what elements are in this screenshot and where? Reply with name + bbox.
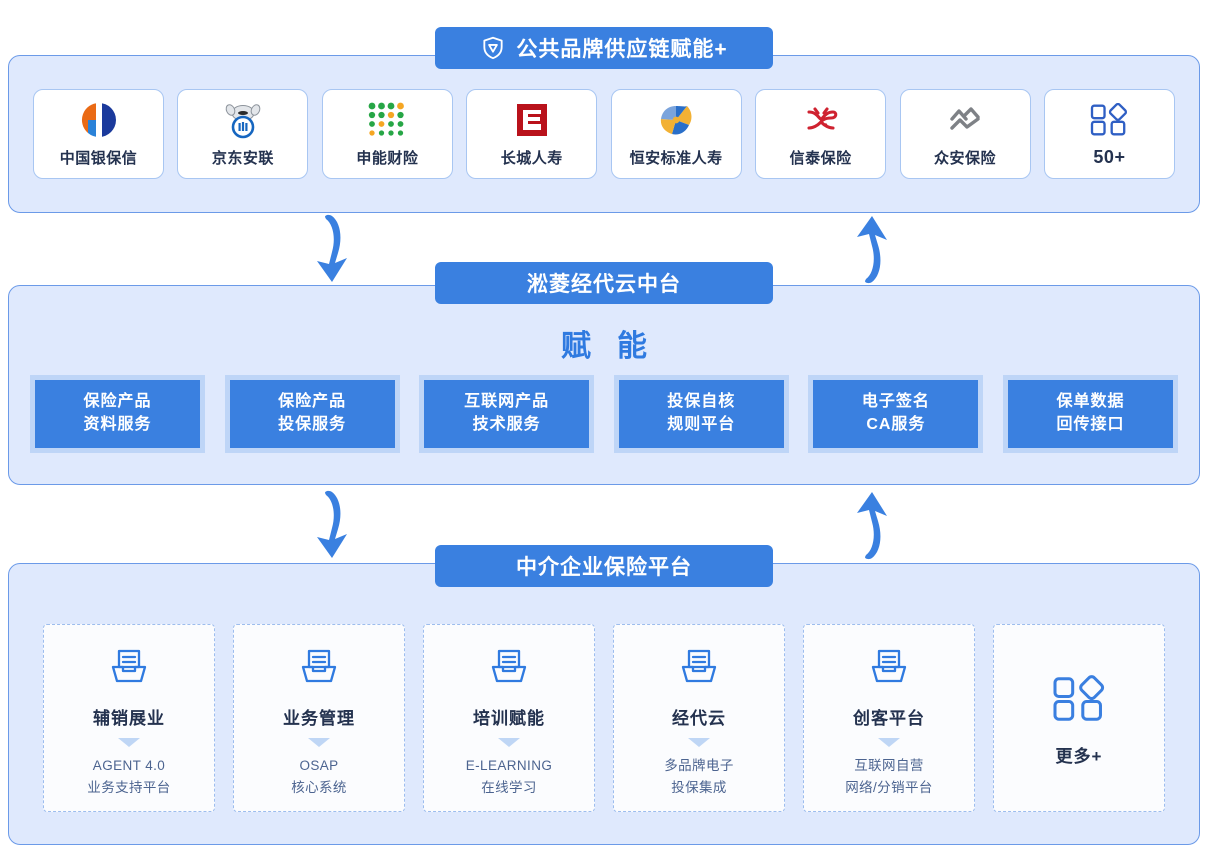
shenergy-logo: [367, 100, 407, 140]
jd-allianz-logo: [223, 100, 263, 140]
platform-card-title: 辅销展业: [93, 708, 165, 728]
arrow-up-right-top: [845, 211, 907, 287]
service-card[interactable]: 投保自核规则平台: [618, 380, 784, 448]
middle-section-title: 淞菱经代云中台: [435, 262, 773, 304]
inbox-tray-icon: [107, 642, 151, 692]
platform-card-sub1: 多品牌电子: [664, 757, 734, 773]
brand-card[interactable]: 长城人寿: [466, 89, 598, 179]
platform-card[interactable]: 经代云多品牌电子投保集成: [613, 624, 785, 812]
platform-card-title: 经代云: [672, 708, 726, 728]
brand-card-label: 恒安标准人寿: [629, 150, 723, 167]
inbox-tray-icon: [867, 642, 911, 692]
service-card[interactable]: 互联网产品技术服务: [424, 380, 590, 448]
zhongan-logo: [945, 100, 985, 140]
brand-card[interactable]: 信泰保险: [755, 89, 887, 179]
platform-card[interactable]: 培训赋能 E-LEARNING 在线学习: [423, 624, 595, 812]
platform-card-title: 培训赋能: [473, 708, 545, 728]
greatwall-life-logo: [512, 100, 552, 140]
bottom-section-title-text: 中介企业保险平台: [516, 556, 692, 579]
service-card-line1: 保险产品: [83, 393, 152, 411]
brand-card-row: 中国银保信 京东安联 申能财险 长城人寿 恒安标准人寿 信泰保险 众安保险 50+: [33, 89, 1175, 179]
brand-card-label: 申能财险: [356, 150, 419, 167]
arrow-down-left-bottom: [305, 487, 367, 563]
brand-card[interactable]: 申能财险: [321, 89, 453, 179]
intermediary-platform-section: 辅销展业 AGENT 4.0 业务支持平台 业务管理 OSAP 核心系统 培训赋能 E-LEA…: [8, 563, 1200, 845]
bottom-section-title: 中介企业保险平台: [435, 545, 773, 587]
brand-card[interactable]: 众安保险: [899, 89, 1031, 179]
platform-card-sub2: 在线学习: [481, 779, 537, 795]
platform-card-row: 辅销展业 AGENT 4.0 业务支持平台 业务管理 OSAP 核心系统 培训赋能 E-LEA…: [43, 624, 1165, 812]
platform-card-title: 创客平台: [853, 708, 925, 728]
more-grid-icon: [1051, 674, 1107, 724]
platform-card-sub2: 网络/分销平台: [845, 779, 933, 795]
platform-card-title: 业务管理: [283, 708, 355, 728]
brand-card-label: 长城人寿: [500, 150, 563, 167]
platform-card-sub1: E-LEARNING: [465, 757, 553, 773]
service-card[interactable]: 电子签名 CA服务: [813, 380, 979, 448]
brand-card[interactable]: 中国银保信: [33, 89, 164, 179]
triangle-divider-icon: [308, 737, 330, 747]
brand-card[interactable]: 50+: [1043, 89, 1175, 179]
brand-card-label: 中国银保信: [59, 150, 138, 167]
public-brand-supply-chain-section: 中国银保信 京东安联 申能财险 长城人寿 恒安标准人寿 信泰保险 众安保险 50+: [8, 55, 1200, 213]
brand-card-label: 京东安联: [211, 150, 274, 167]
service-card-line1: 保险产品: [278, 393, 347, 411]
platform-card-sub1: AGENT 4.0: [92, 757, 166, 773]
service-card-line1: 电子签名: [861, 393, 930, 411]
platform-card[interactable]: 辅销展业 AGENT 4.0 业务支持平台: [43, 624, 215, 812]
platform-card-sub2: 投保集成: [671, 779, 727, 795]
service-card-line1: 保单数据: [1056, 393, 1125, 411]
shield-icon: [480, 35, 506, 61]
cbit-logo: [79, 100, 119, 140]
brand-card[interactable]: 京东安联: [177, 89, 309, 179]
arrow-up-right-bottom: [845, 487, 907, 563]
cloud-platform-section: 赋能 保险产品资料服务保险产品投保服务互联网产品技术服务投保自核规则平台电子签名…: [8, 285, 1200, 485]
platform-more-label: 更多+: [1055, 746, 1103, 766]
service-card-line2: 资料服务: [83, 416, 152, 433]
platform-card-sub1: OSAP: [299, 757, 339, 773]
service-card-line2: 规则平台: [667, 416, 736, 433]
heng-an-standard-life-logo: [656, 100, 696, 140]
inbox-tray-icon: [677, 642, 721, 692]
brand-card[interactable]: 恒安标准人寿: [610, 89, 742, 179]
service-card-line1: 投保自核: [667, 393, 736, 411]
inbox-tray-icon: [297, 642, 341, 692]
platform-card-sub1: 互联网自营: [854, 757, 924, 773]
inbox-tray-icon: [487, 642, 531, 692]
more-grid-icon: [1089, 100, 1129, 140]
enable-headline: 赋能: [561, 330, 673, 363]
middle-section-title-text: 淞菱经代云中台: [527, 273, 681, 296]
service-card-line1: 互联网产品: [464, 393, 550, 411]
brand-card-label: 信泰保险: [789, 150, 852, 167]
platform-card-sub2: 业务支持平台: [87, 779, 171, 795]
triangle-divider-icon: [688, 737, 710, 747]
platform-card[interactable]: 创客平台互联网自营网络/分销平台: [803, 624, 975, 812]
triangle-divider-icon: [118, 737, 140, 747]
service-card[interactable]: 保险产品投保服务: [229, 380, 395, 448]
arrow-down-left-top: [305, 211, 367, 287]
platform-more-card[interactable]: 更多+: [993, 624, 1165, 812]
platform-card[interactable]: 业务管理 OSAP 核心系统: [233, 624, 405, 812]
sinatay-logo: [801, 100, 841, 140]
brand-card-label: 众安保险: [934, 150, 997, 167]
triangle-divider-icon: [498, 737, 520, 747]
service-card[interactable]: 保险产品资料服务: [35, 380, 200, 448]
brand-card-label: 50+: [1093, 147, 1126, 167]
service-card-line2: CA服务: [866, 416, 926, 433]
service-card-line2: 投保服务: [278, 416, 347, 433]
service-card[interactable]: 保单数据回传接口: [1007, 380, 1173, 448]
platform-card-sub2: 核心系统: [291, 779, 347, 795]
top-section-title: 公共品牌供应链赋能+: [435, 27, 773, 69]
triangle-divider-icon: [878, 737, 900, 747]
service-card-line2: 回传接口: [1056, 416, 1125, 433]
top-section-title-text: 公共品牌供应链赋能+: [516, 38, 728, 61]
service-card-line2: 技术服务: [472, 416, 541, 433]
